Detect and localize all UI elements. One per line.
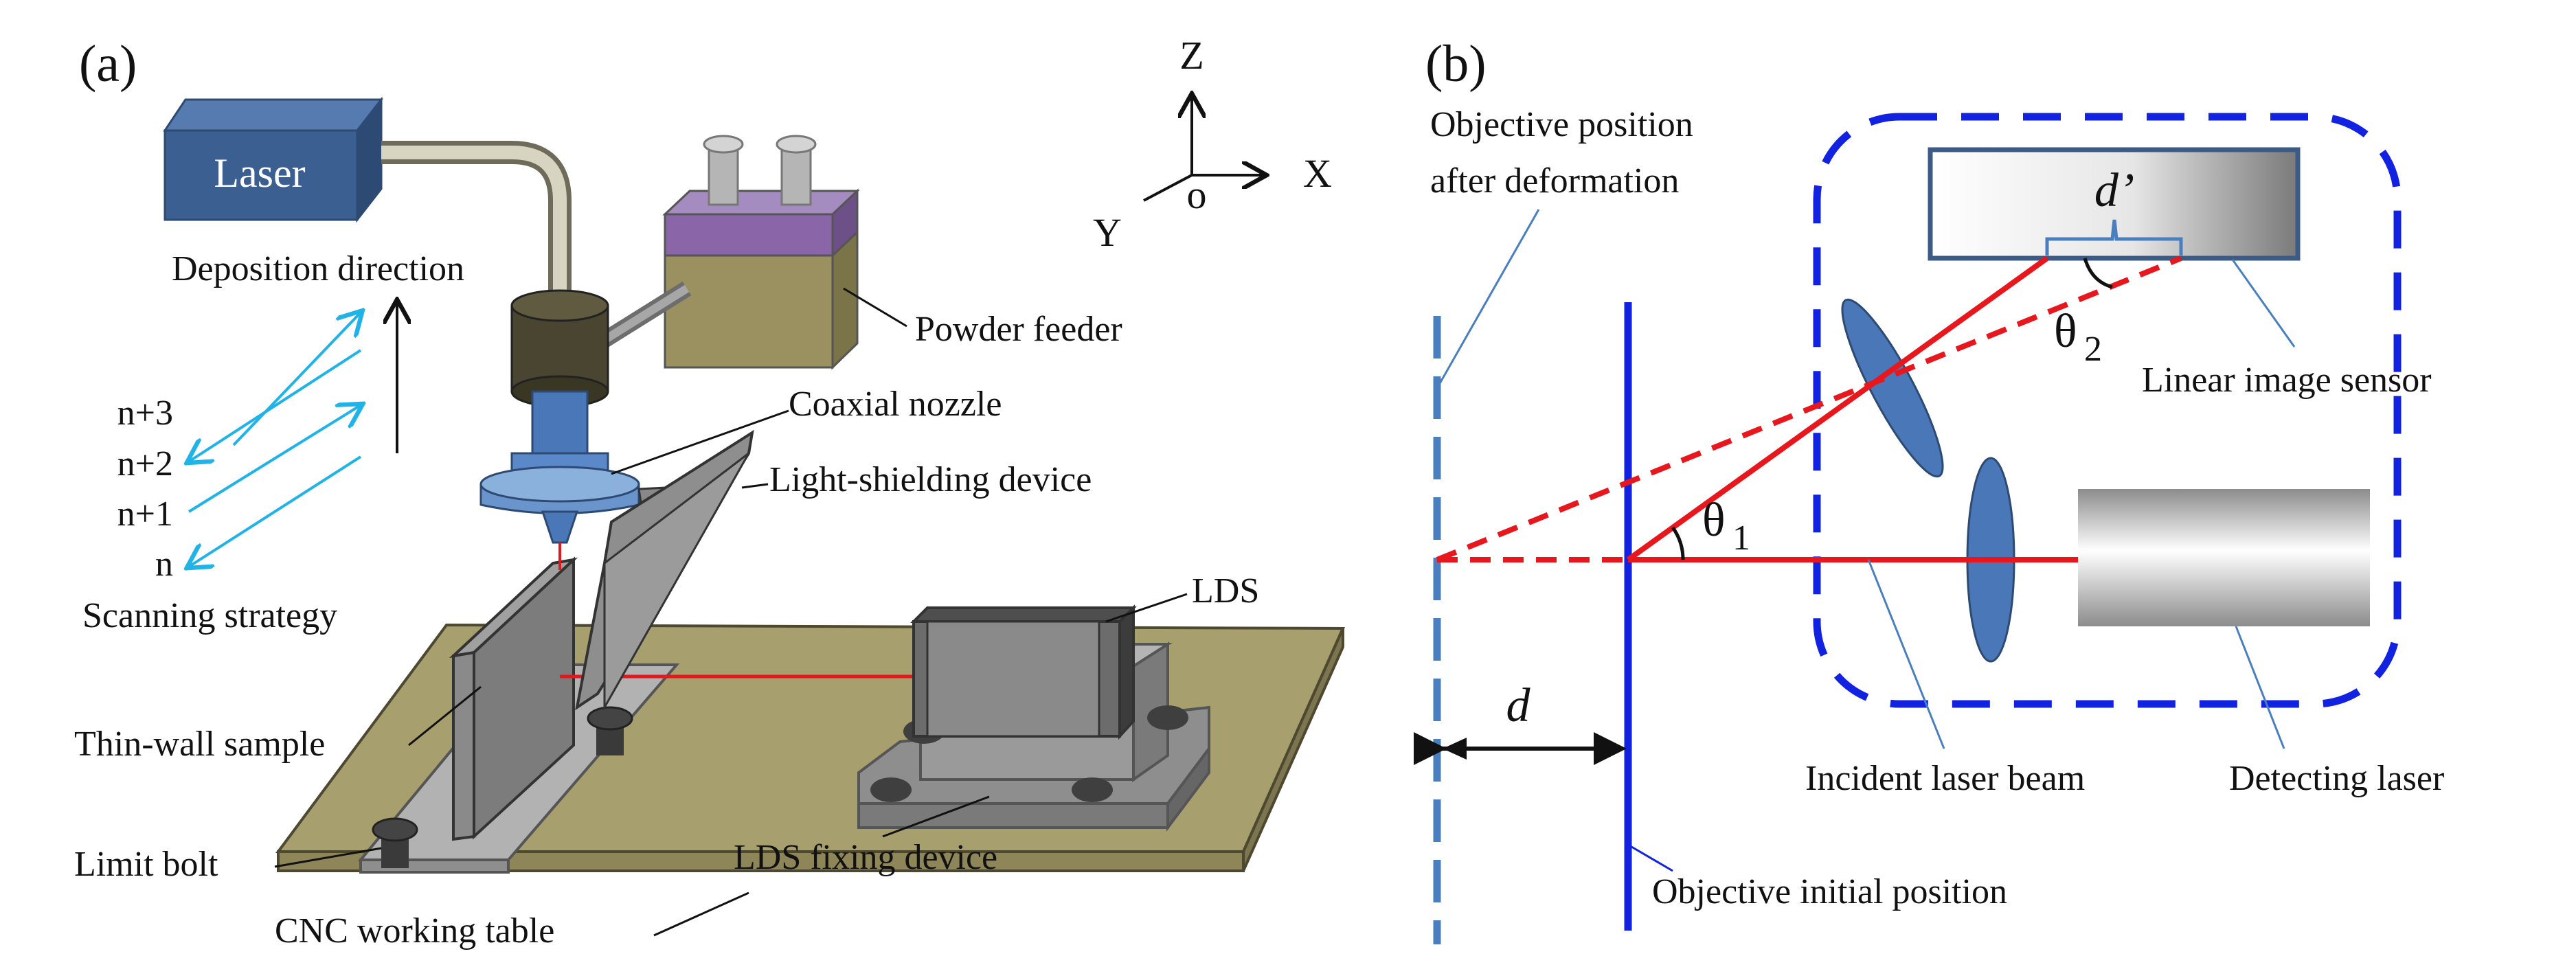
powder-feeder [662,135,860,370]
axis-x-label: X [1303,151,1332,196]
lds-label: LDS [1192,571,1259,611]
panel-a-tag: (a) [79,35,137,93]
theta2-arc [2083,258,2113,289]
theta2-label: θ 2 [2054,305,2102,369]
laser-head [510,289,609,408]
layer-label-n: n [155,545,173,584]
scan-arrow-n [189,455,362,567]
light-shielding-device [575,429,754,712]
objective-after-label-line1: Objective position [1430,105,1693,144]
detecting-laser-label: Detecting laser [2229,759,2444,798]
scan-arrow-n+2 [189,349,362,462]
d-prime-label: d’ [2094,164,2134,217]
limit-bolt-1 [372,817,418,868]
d-prime-bracket [2045,219,2183,255]
scan-arrow-n+1 [188,405,361,513]
theta1-label: θ 1 [1702,494,1750,558]
axis-origin-label: o [1187,172,1207,217]
panel-b-tag: (b) [1425,35,1487,93]
svg-text:1: 1 [1732,519,1750,558]
limit-bolt-2 [587,706,633,755]
thin-wall-label: Thin-wall sample [74,725,325,764]
laser-box: Laser [163,96,384,223]
lds-sensor [910,604,1137,740]
layer-label-n+3: n+3 [117,394,173,433]
receiving-lens [1841,298,1944,478]
objective-after-label-line2: after deformation [1430,161,1679,201]
lds-fixing-label: LDS fixing device [734,838,997,877]
layer-label-n+2: n+2 [117,444,173,484]
d-label: d [1506,679,1531,732]
light-shielding-label: Light-shielding device [769,460,1092,499]
axis-z-label: Z [1179,33,1204,78]
scanning-strategy-diagram: n+3 n+2 n+1 n [117,302,397,584]
linear-image-sensor [1928,147,2301,261]
reflected-laser-path [1626,255,2049,562]
coaxial-nozzle [479,390,640,570]
panel-b: (b) d d’ θ 1 θ [1414,35,2444,944]
svg-text:2: 2 [2084,330,2102,369]
detecting-laser [2078,489,2370,626]
limit-bolt-label: Limit bolt [74,845,218,884]
powder-feeder-label: Powder feeder [915,310,1122,349]
sensor-enclosure [1813,113,2402,708]
axis-y-label: Y [1093,210,1122,255]
svg-text:θ: θ [2054,305,2077,358]
laser-label: Laser [214,150,305,196]
reflected-path-deformed [1436,255,2182,562]
linear-sensor-label: Linear image sensor [2142,361,2432,400]
coaxial-nozzle-label: Coaxial nozzle [789,385,1002,424]
cnc-table-label: CNC working table [275,911,554,951]
scanning-strategy-label: Scanning strategy [82,596,337,635]
deposition-direction-label: Deposition direction [172,249,464,288]
scan-arrow-n+3 [232,312,361,446]
objective-initial-label: Objective initial position [1652,872,2007,911]
panel-a: (a) [74,33,1346,951]
layer-label-n+1: n+1 [117,494,173,534]
incident-beam-label: Incident laser beam [1805,759,2085,798]
coordinate-axes: Z X Y o [1093,33,1332,255]
svg-text:θ: θ [1702,494,1726,547]
theta1-arc [1671,526,1685,560]
